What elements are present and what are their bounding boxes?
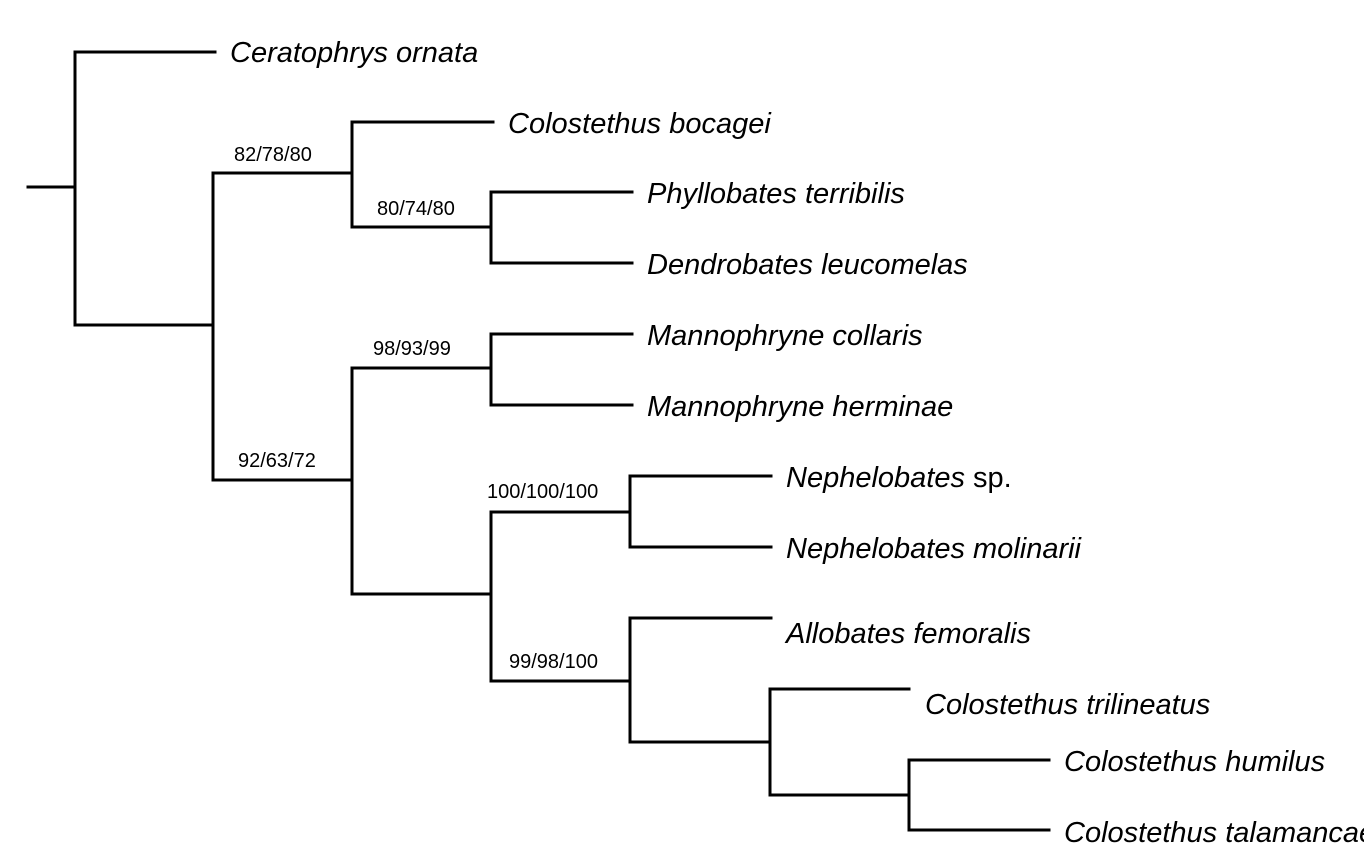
taxon-label: Colostethus bocagei <box>508 108 772 140</box>
taxon-label: Mannophryne collaris <box>647 320 923 352</box>
tree-branches <box>26 50 1051 832</box>
taxon-label: Nephelobates molinarii <box>786 533 1083 565</box>
support-value: 82/78/80 <box>234 144 312 166</box>
support-value: 80/74/80 <box>377 198 455 220</box>
taxon-label: Phyllobates terribilis <box>647 178 905 210</box>
support-value: 98/93/99 <box>373 338 451 360</box>
taxon-label: Ceratophrys ornata <box>230 37 478 69</box>
support-value: 100/100/100 <box>487 481 598 503</box>
taxon-label: Mannophryne herminae <box>647 391 953 423</box>
taxon-label: Nephelobates sp. <box>786 462 1012 494</box>
taxon-label: Colostethus trilineatus <box>925 689 1210 721</box>
taxon-label: Dendrobates leucomelas <box>647 249 968 281</box>
taxon-label: Allobates femoralis <box>784 618 1031 650</box>
support-labels: 82/78/80 80/74/80 98/93/99 92/63/72 100/… <box>234 144 598 673</box>
taxon-label: Colostethus humilus <box>1064 746 1325 778</box>
taxon-label: Colostethus talamancae <box>1064 817 1364 849</box>
support-value: 99/98/100 <box>509 651 598 673</box>
support-value: 92/63/72 <box>238 450 316 472</box>
taxon-labels: Ceratophrys ornata Colostethus bocagei P… <box>230 37 1364 849</box>
